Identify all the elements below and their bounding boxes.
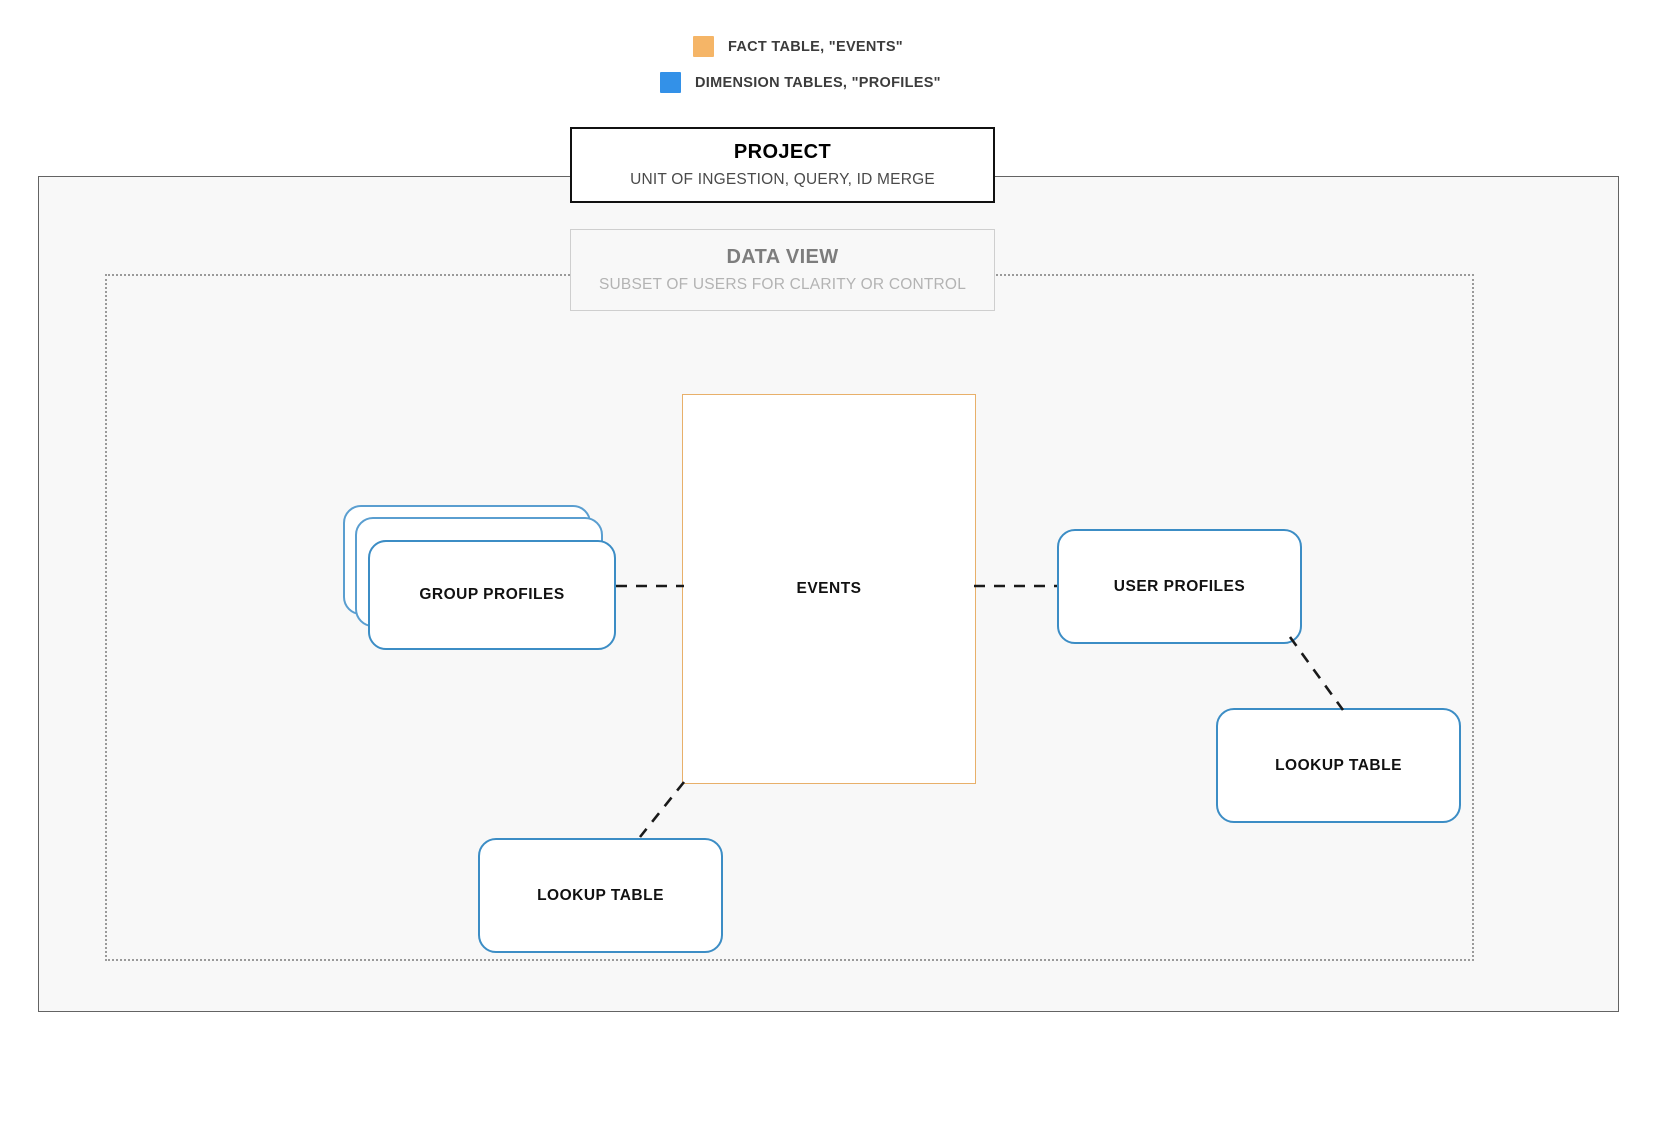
node-lookup-table-right[interactable]: LOOKUP TABLE <box>1216 708 1461 823</box>
project-subtitle: UNIT OF INGESTION, QUERY, ID MERGE <box>630 171 935 189</box>
data-view-header-box[interactable]: DATA VIEW SUBSET OF USERS FOR CLARITY OR… <box>570 229 995 311</box>
legend-label-fact-table: FACT TABLE, "EVENTS" <box>728 38 903 55</box>
node-lookup-table-left[interactable]: LOOKUP TABLE <box>478 838 723 953</box>
legend-item-fact-table: FACT TABLE, "EVENTS" <box>693 36 903 57</box>
project-title: PROJECT <box>733 141 832 164</box>
dimension-tables-color-swatch <box>660 72 681 93</box>
node-user-profiles[interactable]: USER PROFILES <box>1057 529 1302 644</box>
legend-label-dimension-tables: DIMENSION TABLES, "PROFILES" <box>695 74 941 91</box>
node-user-profiles-label: USER PROFILES <box>1113 577 1246 595</box>
node-events[interactable]: EVENTS <box>682 394 976 784</box>
node-group-profiles[interactable]: GROUP PROFILES <box>368 540 616 650</box>
legend-item-dimension-tables: DIMENSION TABLES, "PROFILES" <box>660 72 941 93</box>
data-view-subtitle: SUBSET OF USERS FOR CLARITY OR CONTROL <box>598 276 967 294</box>
node-lookup-table-left-label: LOOKUP TABLE <box>537 886 664 904</box>
project-header-box[interactable]: PROJECT UNIT OF INGESTION, QUERY, ID MER… <box>570 127 995 203</box>
data-view-title: DATA VIEW <box>726 246 839 269</box>
node-events-label: EVENTS <box>796 580 862 597</box>
fact-table-color-swatch <box>693 36 714 57</box>
node-group-profiles-label: GROUP PROFILES <box>419 586 565 603</box>
node-lookup-table-right-label: LOOKUP TABLE <box>1275 756 1402 774</box>
